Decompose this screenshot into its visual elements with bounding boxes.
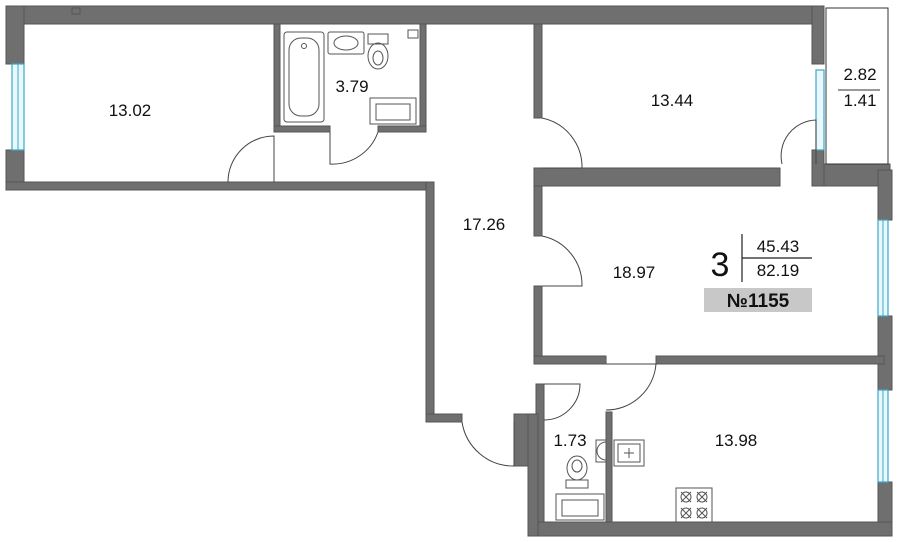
area-balcony-top: 2.82 — [843, 65, 876, 84]
doors — [227, 117, 817, 467]
washing-machine-icon — [369, 97, 417, 125]
rooms-count: 3 — [711, 246, 730, 284]
door-entrance — [461, 421, 515, 467]
area-toilet: 1.73 — [553, 431, 586, 450]
wall-top — [5, 5, 819, 25]
door-top-right-room — [541, 117, 583, 169]
apartment-number: №1155 — [727, 291, 790, 312]
wall-left-upper — [5, 5, 25, 65]
balcony — [825, 7, 889, 165]
apartment-number-badge — [704, 288, 812, 312]
wall-entrance-left — [425, 413, 463, 423]
area-room-top-right: 13.44 — [651, 91, 694, 110]
area-bathroom: 3.79 — [335, 77, 368, 96]
living-area: 45.43 — [757, 237, 800, 256]
area-room-middle: 18.97 — [613, 263, 656, 282]
area-balcony-bottom: 1.41 — [843, 91, 876, 110]
balcony-outline — [825, 7, 889, 165]
wall-left-room-bottom — [5, 181, 435, 191]
area-kitchen: 13.98 — [715, 431, 758, 450]
door-bathroom — [329, 131, 379, 165]
toilet-sink-icon — [595, 439, 607, 463]
bath-toilet-icon — [367, 33, 389, 45]
wall-bath-bottom-right — [377, 125, 427, 133]
area-hallway: 17.26 — [463, 215, 506, 234]
kitchen-sink-icon — [613, 439, 645, 467]
fixtures — [71, 7, 713, 523]
toilet-washer-icon — [555, 493, 605, 521]
wall-toilet-right — [605, 411, 613, 525]
door-toilet — [543, 383, 581, 421]
wall-right-mid-a — [877, 169, 893, 221]
toilet-icon — [565, 479, 589, 489]
wall-entrance-jamb — [513, 413, 529, 467]
wall-kitchen-top-right — [655, 355, 885, 365]
wall-bath-left — [273, 23, 281, 133]
wall-top-right-room-left — [533, 23, 543, 119]
door-kitchen — [605, 363, 657, 411]
wall-bottom — [527, 521, 893, 537]
window-balcony — [815, 69, 825, 151]
wall-right-upper — [811, 5, 825, 65]
door-balcony — [780, 119, 817, 165]
door-left-room — [227, 135, 275, 183]
wall-middle-room-top — [533, 167, 781, 187]
total-area: 82.19 — [757, 261, 800, 280]
wall-bath-bottom-left — [273, 125, 331, 133]
stove-icon — [675, 487, 713, 523]
sink-icon — [327, 31, 365, 55]
wall-right-mid-b — [877, 315, 893, 391]
room-labels: 13.02 3.79 13.44 2.82 1.41 17.26 18.97 1… — [109, 65, 877, 450]
area-room-left: 13.02 — [109, 101, 152, 120]
wall-bottom-left-corner — [527, 413, 539, 537]
wall-bath-right — [419, 23, 427, 133]
wall-corridor-left — [425, 181, 435, 423]
windows — [11, 63, 889, 483]
wall-right-balcony-lower — [811, 149, 825, 187]
wall-middle-room-left-lower — [533, 285, 543, 361]
bathtub-icon — [283, 31, 325, 123]
walls — [5, 5, 893, 537]
apartment-info: 3 45.43 82.19 №1155 — [704, 234, 812, 312]
door-middle-room — [541, 235, 583, 287]
wall-kitchen-top-left — [533, 355, 607, 365]
